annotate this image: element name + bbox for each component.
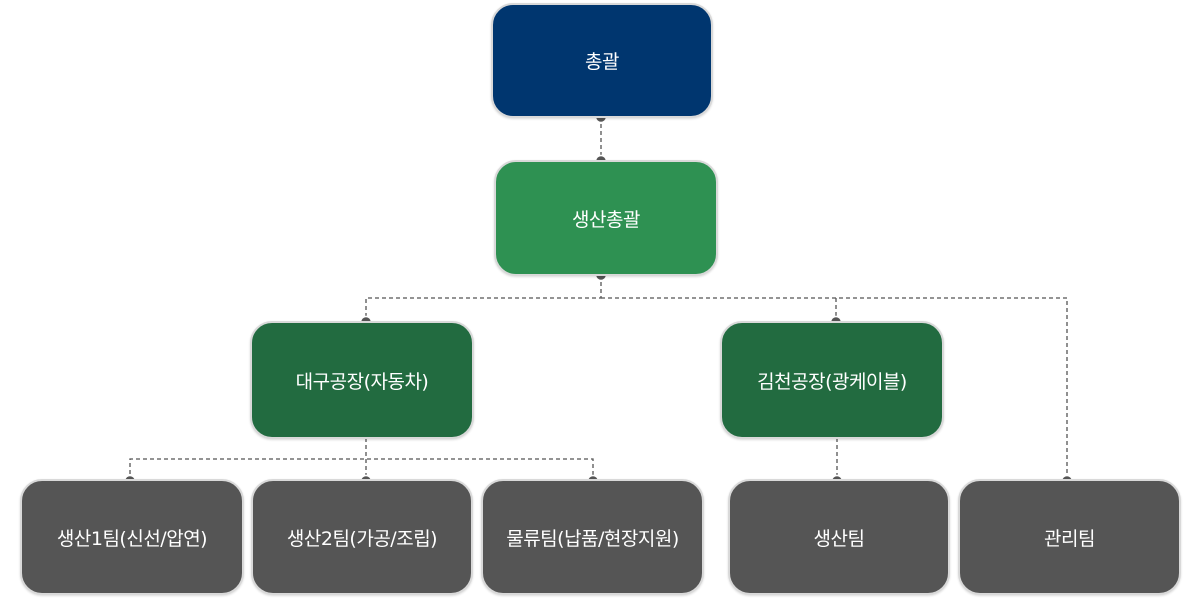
node-gimcheon-factory-label: 김천공장(광케이블) (757, 370, 907, 393)
node-production-team-1: 생산1팀(신선/압연) (20, 479, 244, 595)
node-production: 생산총괄 (494, 160, 718, 276)
node-daegu-factory: 대구공장(자동차) (250, 321, 474, 439)
node-logistics-team: 물류팀(납품/현장지원) (481, 479, 704, 595)
node-gimcheon-production-team-label: 생산팀 (813, 527, 865, 550)
connector-production-gimcheon (601, 297, 1068, 481)
node-production-team-1-label: 생산1팀(신선/압연) (56, 527, 208, 550)
connector-production-branches (365, 275, 602, 322)
node-gimcheon-factory: 김천공장(광케이블) (720, 321, 944, 439)
node-ceo-label: 총괄 (585, 51, 619, 73)
connector-daegu-teams (129, 458, 594, 481)
node-daegu-factory-label: 대구공장(자동차) (295, 370, 429, 393)
node-gimcheon-production-team: 생산팀 (728, 479, 950, 595)
node-production-label: 생산총괄 (572, 208, 640, 231)
node-logistics-team-label: 물류팀(납품/현장지원) (506, 527, 679, 550)
node-management-team-label: 관리팀 (1044, 527, 1095, 550)
node-production-team-2: 생산2팀(가공/조립) (251, 479, 473, 595)
node-production-team-2-label: 생산2팀(가공/조립) (286, 527, 438, 550)
node-management-team: 관리팀 (958, 479, 1181, 595)
node-ceo: 총괄 (491, 3, 713, 118)
